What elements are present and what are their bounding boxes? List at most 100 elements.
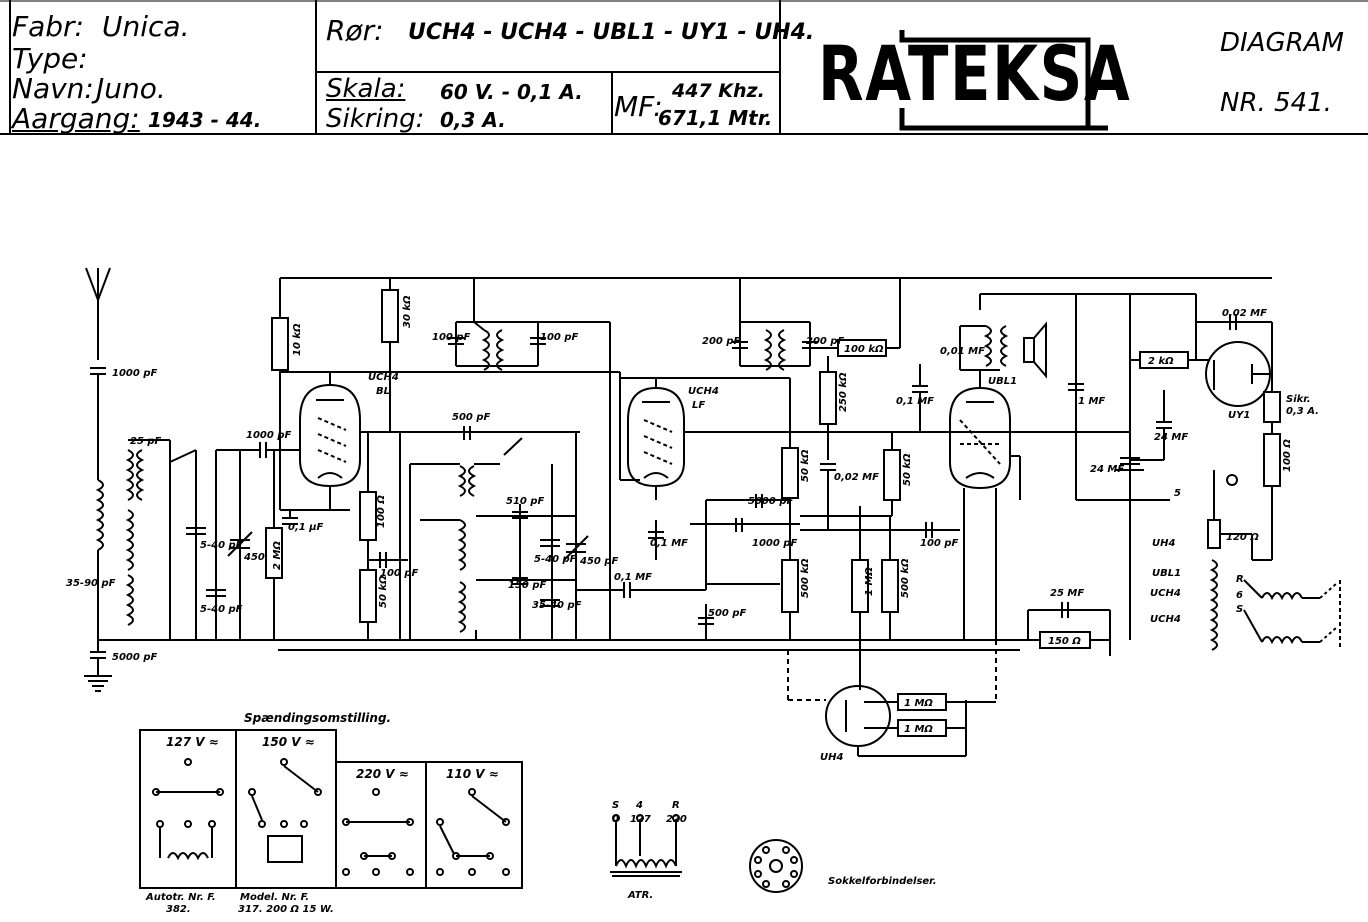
- tube-uy1: [1205, 341, 1271, 407]
- antenna-capacitor: [90, 367, 106, 480]
- mains-inductor-2: [1261, 636, 1303, 645]
- label-sikr-val: 0,3 A.: [1286, 406, 1319, 417]
- skala-value: 60 V. - 0,1 A.: [440, 80, 583, 104]
- sikring-label: Sikring:: [326, 104, 425, 134]
- label-c-25: 25 pF: [130, 436, 162, 447]
- label-c-002: 0,02 MF: [834, 472, 879, 483]
- mains-inductor-1: [1261, 592, 1303, 601]
- label-tube2-sub: LF: [692, 400, 705, 411]
- label-c-1000g: 1000 pF: [246, 430, 291, 441]
- label-c-ant: 1000 pF: [112, 368, 157, 379]
- logo-frame: [899, 30, 1108, 131]
- voltage-selector-table: [139, 729, 523, 889]
- mf-label: MF:: [614, 90, 663, 123]
- label-c-450a: 450: [243, 552, 265, 563]
- label-r-100k: 100 kΩ: [844, 344, 884, 355]
- label-r-1m: 1 MΩ: [864, 567, 875, 596]
- label-c-trim1: 35-90 pF: [66, 578, 116, 589]
- label-uch4: UCH4: [1150, 588, 1181, 599]
- ror-label: Rør:: [326, 14, 384, 47]
- label-c-200b: 200 pF: [806, 336, 845, 347]
- label-r-150: 150 Ω: [1048, 636, 1081, 647]
- label-c-24b: 24 MF: [1090, 464, 1124, 475]
- label-tube5: UH4: [820, 752, 843, 763]
- label-c-5000: 5000 pF: [748, 496, 793, 507]
- label-r-500k: 500 kΩ: [800, 558, 811, 598]
- label-c-25mf: 25 MF: [1050, 588, 1084, 599]
- voltage-caption-1a: Autotr. Nr. F.: [145, 892, 216, 903]
- heater-chain: [1209, 559, 1218, 651]
- loudspeaker-symbol: [1023, 321, 1047, 379]
- label-c-01d: 0,1 MF: [896, 396, 934, 407]
- aargang-label: Aargang:: [12, 102, 140, 135]
- resistor-500k-b: [881, 559, 899, 613]
- tube-socket-diagram: [749, 839, 803, 893]
- navn-label: Navn:: [12, 72, 94, 105]
- label-c-540c: 5-40 pF: [534, 554, 577, 565]
- label-term-r: R: [1236, 574, 1244, 585]
- ground-capacitor: [90, 640, 106, 676]
- ror-value: UCH4 - UCH4 - UBL1 - UY1 - UH4.: [408, 20, 815, 45]
- label-ubl1: UBL1: [1152, 568, 1181, 579]
- voltage-caption-2a: Model. Nr. F.: [240, 892, 309, 903]
- label-c-1mf: 1 MF: [1078, 396, 1105, 407]
- label-c-500a: 500 pF: [452, 412, 491, 423]
- label-r-50kb: 50 kΩ: [800, 449, 811, 482]
- aargang-value: 1943 - 44.: [148, 108, 262, 132]
- resistor-50k: [359, 569, 377, 623]
- label-r-2k: 2 kΩ: [1148, 356, 1174, 367]
- atr-label-0: 0: [612, 814, 619, 825]
- tube-uh4-tuning-eye: [825, 685, 891, 747]
- atr-caption: ATR.: [627, 890, 653, 901]
- atr-label-r: R: [672, 800, 680, 811]
- label-r-120: 120 Ω: [1226, 532, 1259, 543]
- label-r-500kb: 500 kΩ: [900, 558, 911, 598]
- diagram-number: NR. 541.: [1220, 88, 1332, 118]
- fabr-label: Fabr:: [12, 10, 84, 43]
- sikring-value: 0,3 A.: [440, 108, 506, 132]
- type-label: Type:: [12, 42, 88, 75]
- label-c-510: 510 pF: [506, 496, 545, 507]
- label-sikr: Sikr.: [1286, 394, 1311, 405]
- resistor-100: [359, 491, 377, 541]
- label-c-001: 0,01 MF: [940, 346, 985, 357]
- label-r-50kc: 50 kΩ: [902, 453, 913, 486]
- label-tube3: UBL1: [988, 376, 1017, 387]
- atr-label-220: 220: [666, 814, 687, 825]
- label-c-100c: 100 pF: [380, 568, 419, 579]
- rf-coil-2: [125, 509, 134, 571]
- resistor-50k-b: [781, 447, 799, 499]
- navn-value: Juno.: [96, 72, 166, 105]
- label-r-30k: 30 kΩ: [402, 295, 413, 328]
- label-r-250k: 250 kΩ: [838, 372, 849, 412]
- label-c-01b: 0,1 MF: [614, 572, 652, 583]
- label-c-200a: 200 pF: [702, 336, 741, 347]
- label-term-s: S: [1236, 604, 1243, 615]
- voltage-caption-1b: 382.: [166, 904, 191, 915]
- label-c-24a: 24 MF: [1154, 432, 1188, 443]
- diagram-label: DIAGRAM: [1220, 28, 1344, 58]
- label-uch4b: UCH4: [1150, 614, 1181, 625]
- rf-coil-1: [125, 449, 134, 501]
- label-tube1: UCH4: [368, 372, 399, 383]
- potentiometer-500k: [781, 559, 799, 613]
- tube-uch4-if: [627, 386, 685, 488]
- fuse: [1263, 391, 1281, 423]
- title-block-grid: [0, 0, 1368, 135]
- label-c-01c: 0,1 MF: [650, 538, 688, 549]
- label-c-002b: 0,02 MF: [1222, 308, 1267, 319]
- label-c-540a: 5-40 pF: [200, 540, 243, 551]
- atr-label-127: 127: [630, 814, 651, 825]
- logo-text: RATEKSA: [818, 29, 1132, 118]
- label-c-1000c: 1000 pF: [752, 538, 797, 549]
- output-transformer: [983, 325, 992, 367]
- label-r-1mb: 1 MΩ: [904, 724, 933, 735]
- label-tube2: UCH4: [688, 386, 719, 397]
- if-transformer-2: [763, 329, 772, 371]
- voltage-col1: 127 V ≈: [166, 735, 219, 749]
- label-r-50k: 50 kΩ: [378, 575, 389, 608]
- tube-uch4-mixer: [299, 383, 361, 488]
- rf-coil-3: [125, 574, 134, 626]
- mf-value-1: 447 Khz.: [672, 80, 765, 102]
